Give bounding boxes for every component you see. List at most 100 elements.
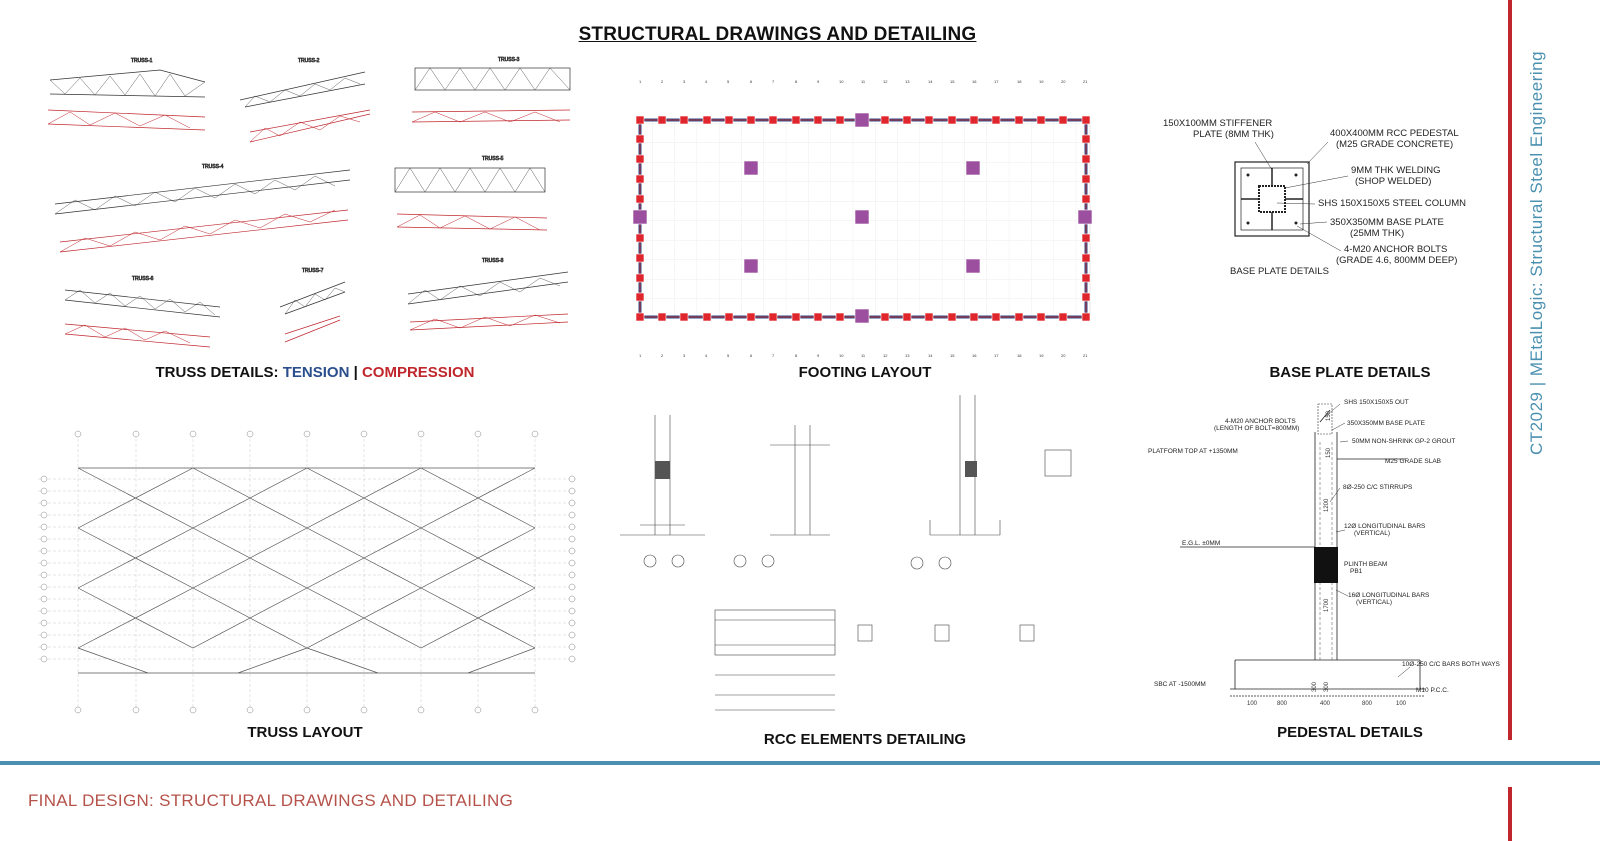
svg-text:11: 11	[861, 79, 866, 84]
svg-text:10: 10	[839, 79, 844, 84]
svg-text:20: 20	[1061, 79, 1066, 84]
ped-dim-3: 1200	[1324, 498, 1330, 512]
svg-text:5: 5	[727, 79, 730, 84]
bp-label-welding: 9MM THK WELDING	[1351, 165, 1441, 176]
svg-text:7: 7	[772, 79, 775, 84]
svg-text:11: 11	[861, 353, 866, 358]
ped-dim-1: 150	[1326, 410, 1332, 421]
ped-label-base-plate: 350X350MM BASE PLATE	[1347, 420, 1426, 427]
ped-label-sbc: SBC AT -1500MM	[1154, 681, 1206, 688]
svg-text:18: 18	[1017, 353, 1022, 358]
svg-text:16: 16	[972, 353, 977, 358]
bp-label-stiffener: 150X100MM STIFFENER	[1163, 118, 1272, 129]
svg-text:2: 2	[661, 79, 664, 84]
bp-caption: BASE PLATE DETAILS	[1230, 266, 1329, 277]
ped-label-12-bars: 12Ø LONGITUDINAL BARS	[1344, 523, 1426, 530]
svg-text:13: 13	[905, 353, 910, 358]
rcc-elements-drawing	[620, 395, 1072, 711]
truss-2-label: TRUSS-2	[298, 58, 320, 64]
pedestal-drawing: 150 150 1200 1700 300 300 100 800 400 80…	[1148, 399, 1501, 707]
svg-text:17: 17	[994, 353, 999, 358]
ped-dim-5: 300	[1312, 681, 1318, 692]
ped-label-12-bars-note: (VERTICAL)	[1354, 530, 1390, 537]
ped-label-16-bars-note: (VERTICAL)	[1356, 599, 1392, 606]
pedestal-details-title: PEDESTAL DETAILS	[1277, 724, 1423, 741]
svg-text:12: 12	[883, 79, 888, 84]
base-plate-drawing: 150X100MM STIFFENER PLATE (8MM THK) 400X…	[1163, 118, 1466, 277]
bp-label-base-plate: 350X350MM BASE PLATE	[1330, 217, 1444, 228]
footer-title: FINAL DESIGN: STRUCTURAL DRAWINGS AND DE…	[28, 791, 514, 810]
footer-red-bar	[1508, 787, 1512, 841]
truss-7-label: TRUSS-7	[302, 268, 324, 274]
ped-dim-6: 300	[1324, 681, 1330, 692]
ped-label-anchor: 4-M20 ANCHOR BOLTS	[1225, 418, 1296, 425]
svg-text:14: 14	[928, 79, 933, 84]
truss-details-prefix: TRUSS DETAILS:	[155, 364, 283, 381]
svg-text:4: 4	[705, 79, 708, 84]
svg-text:4: 4	[705, 353, 708, 358]
truss-details-drawing: TRUSS-1 TRUSS-2 TRUSS-3 TRUSS-4 TRUSS-5	[47, 57, 571, 348]
bp-label-column: SHS 150X150X5 STEEL COLUMN	[1318, 198, 1466, 209]
svg-text:20: 20	[1061, 353, 1066, 358]
truss-8-label: TRUSS-8	[482, 258, 504, 264]
svg-text:9: 9	[817, 353, 820, 358]
svg-text:3: 3	[683, 79, 686, 84]
svg-text:9: 9	[817, 79, 820, 84]
svg-text:8: 8	[795, 79, 798, 84]
ped-label-10-bars: 10Ø-250 C/C BARS BOTH WAYS	[1402, 661, 1501, 668]
ped-label-anchor-len: (LENGTH OF BOLT=800MM)	[1214, 425, 1299, 432]
ped-label-plinth: PLINTH BEAM	[1344, 561, 1387, 568]
ped-label-slab: M25 GRADE SLAB	[1385, 458, 1441, 465]
svg-text:6: 6	[750, 353, 753, 358]
sidebar-label: CT2029 | MEtalLogic: Structural Steel En…	[1527, 0, 1551, 455]
svg-text:3: 3	[683, 353, 686, 358]
sidebar-red-bar	[1508, 0, 1512, 740]
svg-text:8: 8	[795, 353, 798, 358]
sidebar-text: CT2029 | MEtalLogic: Structural Steel En…	[1527, 50, 1546, 455]
ped-label-pcc: M10 P.C.C.	[1416, 687, 1449, 694]
bp-label-anchor: 4-M20 ANCHOR BOLTS	[1344, 244, 1447, 255]
ped-label-16-bars: 16Ø LONGITUDINAL BARS	[1348, 592, 1430, 599]
ped-label-stirrups: 8Ø-250 C/C STIRRUPS	[1343, 484, 1413, 491]
base-plate-details-title: BASE PLATE DETAILS	[1269, 364, 1431, 381]
ped-label-grout: 50MM NON-SHRINK GP-2 GROUT	[1352, 438, 1455, 445]
svg-text:14: 14	[928, 353, 933, 358]
truss-5-label: TRUSS-5	[482, 156, 504, 162]
ped-label-platform: PLATFORM TOP AT +1350MM	[1148, 448, 1238, 455]
truss-4-label: TRUSS-4	[202, 164, 224, 170]
bp-label-base-plate-thk: (25MM THK)	[1350, 228, 1404, 239]
svg-text:5: 5	[727, 353, 730, 358]
truss-6-label: TRUSS-6	[132, 276, 154, 282]
truss-layout-drawing	[38, 430, 578, 714]
svg-text:16: 16	[972, 79, 977, 84]
ped-dim-9: 400	[1320, 701, 1331, 707]
bp-label-stiffener-thk: PLATE (8MM THK)	[1193, 129, 1274, 140]
bp-label-pedestal: 400X400MM RCC PEDESTAL	[1330, 128, 1459, 139]
ped-label-pb1: PB1	[1350, 568, 1363, 575]
svg-text:21: 21	[1083, 353, 1088, 358]
rcc-elements-title: RCC ELEMENTS DETAILING	[763, 731, 967, 748]
svg-text:19: 19	[1039, 79, 1044, 84]
page-title: STRUCTURAL DRAWINGS AND DETAILING	[578, 24, 977, 45]
svg-text:10: 10	[839, 353, 844, 358]
ped-label-egl: E.G.L. ±0MM	[1182, 540, 1220, 547]
svg-text:1: 1	[639, 79, 642, 84]
svg-text:13: 13	[905, 79, 910, 84]
svg-text:7: 7	[772, 353, 775, 358]
footer-divider	[0, 761, 1600, 765]
svg-text:12: 12	[883, 353, 888, 358]
bp-label-welding-note: (SHOP WELDED)	[1355, 176, 1431, 187]
svg-text:19: 19	[1039, 353, 1044, 358]
svg-text:2: 2	[661, 353, 664, 358]
svg-text:6: 6	[750, 79, 753, 84]
truss-3-label: TRUSS-3	[498, 57, 520, 63]
svg-text:18: 18	[1017, 79, 1022, 84]
compression-label: COMPRESSION	[361, 364, 475, 381]
ped-dim-2: 150	[1326, 447, 1332, 458]
svg-text:21: 21	[1083, 79, 1088, 84]
svg-text:1: 1	[639, 353, 642, 358]
ped-dim-8: 800	[1277, 701, 1288, 707]
truss-1-label: TRUSS-1	[131, 58, 153, 64]
bp-label-pedestal-grade: (M25 GRADE CONCRETE)	[1336, 139, 1453, 150]
